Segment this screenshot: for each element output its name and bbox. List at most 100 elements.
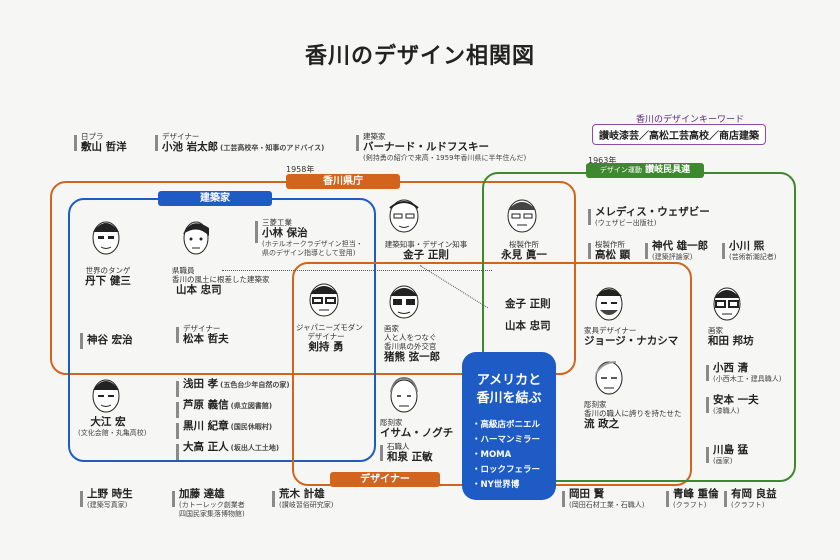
kagawa-tag: 香川県庁 [286, 174, 400, 189]
kaneko-portrait [389, 199, 419, 233]
role: 香川県の外交官 [384, 342, 437, 351]
keywords-box: 讃岐漆芸／高松工芸高校／商店建築 [592, 124, 766, 145]
role: ジャパニーズモダン [296, 323, 363, 332]
usa-heading-line2: 香川を結ぶ [476, 391, 542, 406]
name: 小西 清 [713, 362, 749, 374]
person-kenmochi: ジャパニーズモダン デザイナー 剣持 勇 [296, 323, 363, 354]
person-jindani: 神谷 宏治 [80, 330, 133, 349]
name: 丹下 健三 [85, 275, 131, 287]
kagawa-year: 1958年 [286, 165, 315, 174]
note: (小西木工・建具職人) [713, 375, 782, 383]
person-bernard: 建築家 バーナード・ルドフスキー (剣持勇の紹介で来高・1959年香川県に半年住… [356, 132, 526, 163]
name: 岡田 賢 [569, 488, 605, 500]
usa-list: ・高級店ボニエル ・ハーマンミラー ・MOMA ・ロックフェラー ・NY世界博 [472, 418, 556, 493]
name-text: 黒川 紀章 [183, 420, 229, 432]
usa-item: ・高級店ボニエル [472, 420, 541, 430]
person-okada: 岡田 賢 (岡田石材工業・石職人) [562, 488, 644, 510]
name-text: 芦原 義信 [183, 399, 229, 411]
name: 松本 哲夫 [183, 333, 229, 345]
person-arima: 有岡 良益 (クラフト) [724, 488, 777, 510]
role: 石職人 [387, 442, 410, 451]
person-inokuma: 画家 人と人をつなぐ 香川県の外交官 猪熊 弦一郎 [384, 324, 440, 364]
usa-item: ・ロックフェラー [472, 465, 541, 475]
note: (建築写真家) [87, 501, 128, 509]
designers-tag: デザイナー [330, 472, 440, 487]
name: 大高 正人(坂出人工土地) [176, 441, 279, 454]
note: (画家) [713, 457, 733, 465]
yamamoto-portrait [183, 221, 209, 255]
name: 猪熊 弦一郎 [384, 351, 441, 363]
note: (カトーレック創業者 [179, 501, 245, 509]
nagami-portrait [507, 199, 537, 233]
person-yamamoto: 県職員 香川の風土に根差した建築家 山本 忠司 [172, 266, 270, 297]
person-yasumoto: 安本 一夫 (漆職人) [706, 394, 759, 416]
note: (県立図書館) [230, 402, 273, 410]
inokuma-portrait [389, 285, 419, 319]
note: (工芸高校卒・知事のアドバイス) [220, 144, 325, 152]
note: (五色台少年自然の家) [220, 381, 290, 389]
name: 荒木 計雄 [279, 488, 325, 500]
note: (クラフト) [731, 501, 765, 509]
person-kaneko-2: 金子 正則 [498, 298, 551, 311]
tange-portrait [92, 221, 120, 255]
role: 建築知事・デザイン知事 [384, 240, 468, 249]
name: メレディス・ウェザビー [595, 206, 710, 218]
person-weatherby: メレディス・ウェザビー (ウェザビー出版社) [588, 206, 710, 228]
note: (讃岐習俗研究家) [279, 501, 334, 509]
person-nagare: 彫刻家 香川の職人に誇りを持たせた 流 政之 [584, 400, 682, 431]
role: 日プラ [81, 132, 104, 141]
usa-connection-box: アメリカと香川を結ぶ ・高級店ボニエル ・ハーマンミラー ・MOMA ・ロックフ… [462, 352, 556, 500]
usa-heading: アメリカと香川を結ぶ [462, 372, 556, 408]
name: 金子 正則 [505, 298, 551, 310]
role: 県職員 [172, 266, 195, 275]
name: 黒川 紀章(国民休暇村) [176, 420, 272, 433]
name: 山本 忠司 [176, 284, 222, 296]
person-wada: 画家 和田 邦坊 [708, 326, 754, 348]
note: 香川の職人に誇りを持たせた [584, 409, 682, 418]
person-ohe: 大江 宏 (文化会館・丸亀高校) [78, 416, 147, 438]
role: 彫刻家 [584, 400, 607, 409]
name: 加藤 達雄 [179, 488, 225, 500]
usa-item: ・ハーマンミラー [472, 435, 541, 445]
note: (坂出人工土地) [230, 444, 280, 452]
note: (漆職人) [713, 407, 740, 415]
person-hinomura: 日プラ 敷山 哲洋 [74, 132, 127, 154]
keywords-heading: 香川のデザインキーワード [636, 115, 745, 125]
note: 四国民家集落博物館) [179, 510, 245, 518]
role: デザイナー [183, 324, 221, 333]
noguchi-portrait [390, 376, 418, 413]
nagare-portrait [595, 361, 623, 395]
sanuki-tag-prefix: デザイン運動 [599, 166, 642, 174]
name: 流 政之 [584, 418, 620, 430]
name: 小林 保治 [262, 227, 308, 239]
person-kato: 加藤 達雄 (カトーレック創業者 四国民家集落博物館) [172, 488, 245, 519]
name: イサム・ノグチ [380, 427, 454, 439]
name: 山本 忠司 [505, 320, 551, 332]
sanuki-year: 1963年 [588, 156, 617, 165]
name: 浅田 孝(五色台少年自然の家) [176, 378, 290, 391]
name: 高松 顕 [595, 249, 631, 261]
role: 建築家 [363, 132, 386, 141]
note: (文化会館・丸亀高校) [78, 429, 147, 437]
name: 和泉 正敏 [387, 451, 433, 463]
person-ogawa: 小川 煕 (芸術新潮記者) [722, 240, 776, 262]
role: デザイナー [307, 332, 345, 341]
person-noguchi: 彫刻家 イサム・ノグチ [380, 418, 453, 440]
ohe-portrait [92, 379, 120, 413]
role: 桜製作所 [595, 240, 625, 249]
sanuki-tag-label: 讃岐民具連 [645, 165, 691, 175]
person-araki: 荒木 計雄 (讃岐習俗研究家) [272, 488, 333, 510]
name: 永見 眞一 [501, 249, 547, 261]
person-kurokawa: 黒川 紀章(国民休暇村) [176, 420, 272, 439]
name: 安本 一夫 [713, 394, 759, 406]
name: 小池 岩太郎(工芸高校卒・知事のアドバイス) [155, 141, 324, 154]
name: 神代 雄一郎 [652, 240, 709, 252]
role: 人と人をつなぐ [384, 333, 437, 342]
name: 青峰 重倫 [673, 488, 719, 500]
role: 桜製作所 [509, 240, 539, 249]
usa-item: ・NY世界博 [472, 480, 520, 490]
person-ashihara: 芦原 義信(県立図書館) [176, 399, 273, 418]
name: 有岡 良益 [731, 488, 777, 500]
note: (ウェザビー出版社) [595, 219, 657, 227]
